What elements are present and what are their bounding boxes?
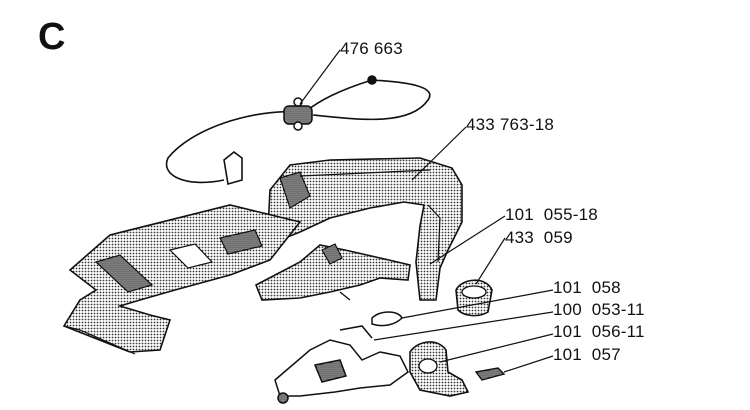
base-plate: [62, 204, 302, 355]
part-number-label: 101 057: [553, 345, 621, 364]
part-number-label: 101 055-18: [505, 205, 598, 224]
part-number-label: 433 763-18: [466, 115, 555, 134]
pin-101057: [474, 367, 506, 381]
part-number-label: 101 058: [553, 278, 621, 297]
leader-lines: [299, 49, 554, 373]
spring-101058: [371, 311, 403, 327]
connector-476663: [283, 97, 313, 131]
part-number-label: 433 059: [505, 228, 573, 247]
lever-assembly: [274, 325, 409, 404]
part-number-label: 100 053-11: [553, 300, 645, 319]
clamp-101056: [409, 341, 470, 397]
handle-433763: [267, 157, 463, 301]
section-letter: C: [38, 16, 66, 58]
wire-harness: [165, 75, 431, 186]
bushing-433059: [455, 279, 493, 317]
part-number-label: 476 663: [340, 39, 403, 58]
part-number-label: 101 056-11: [553, 322, 645, 341]
bracket-101055: [254, 243, 411, 301]
